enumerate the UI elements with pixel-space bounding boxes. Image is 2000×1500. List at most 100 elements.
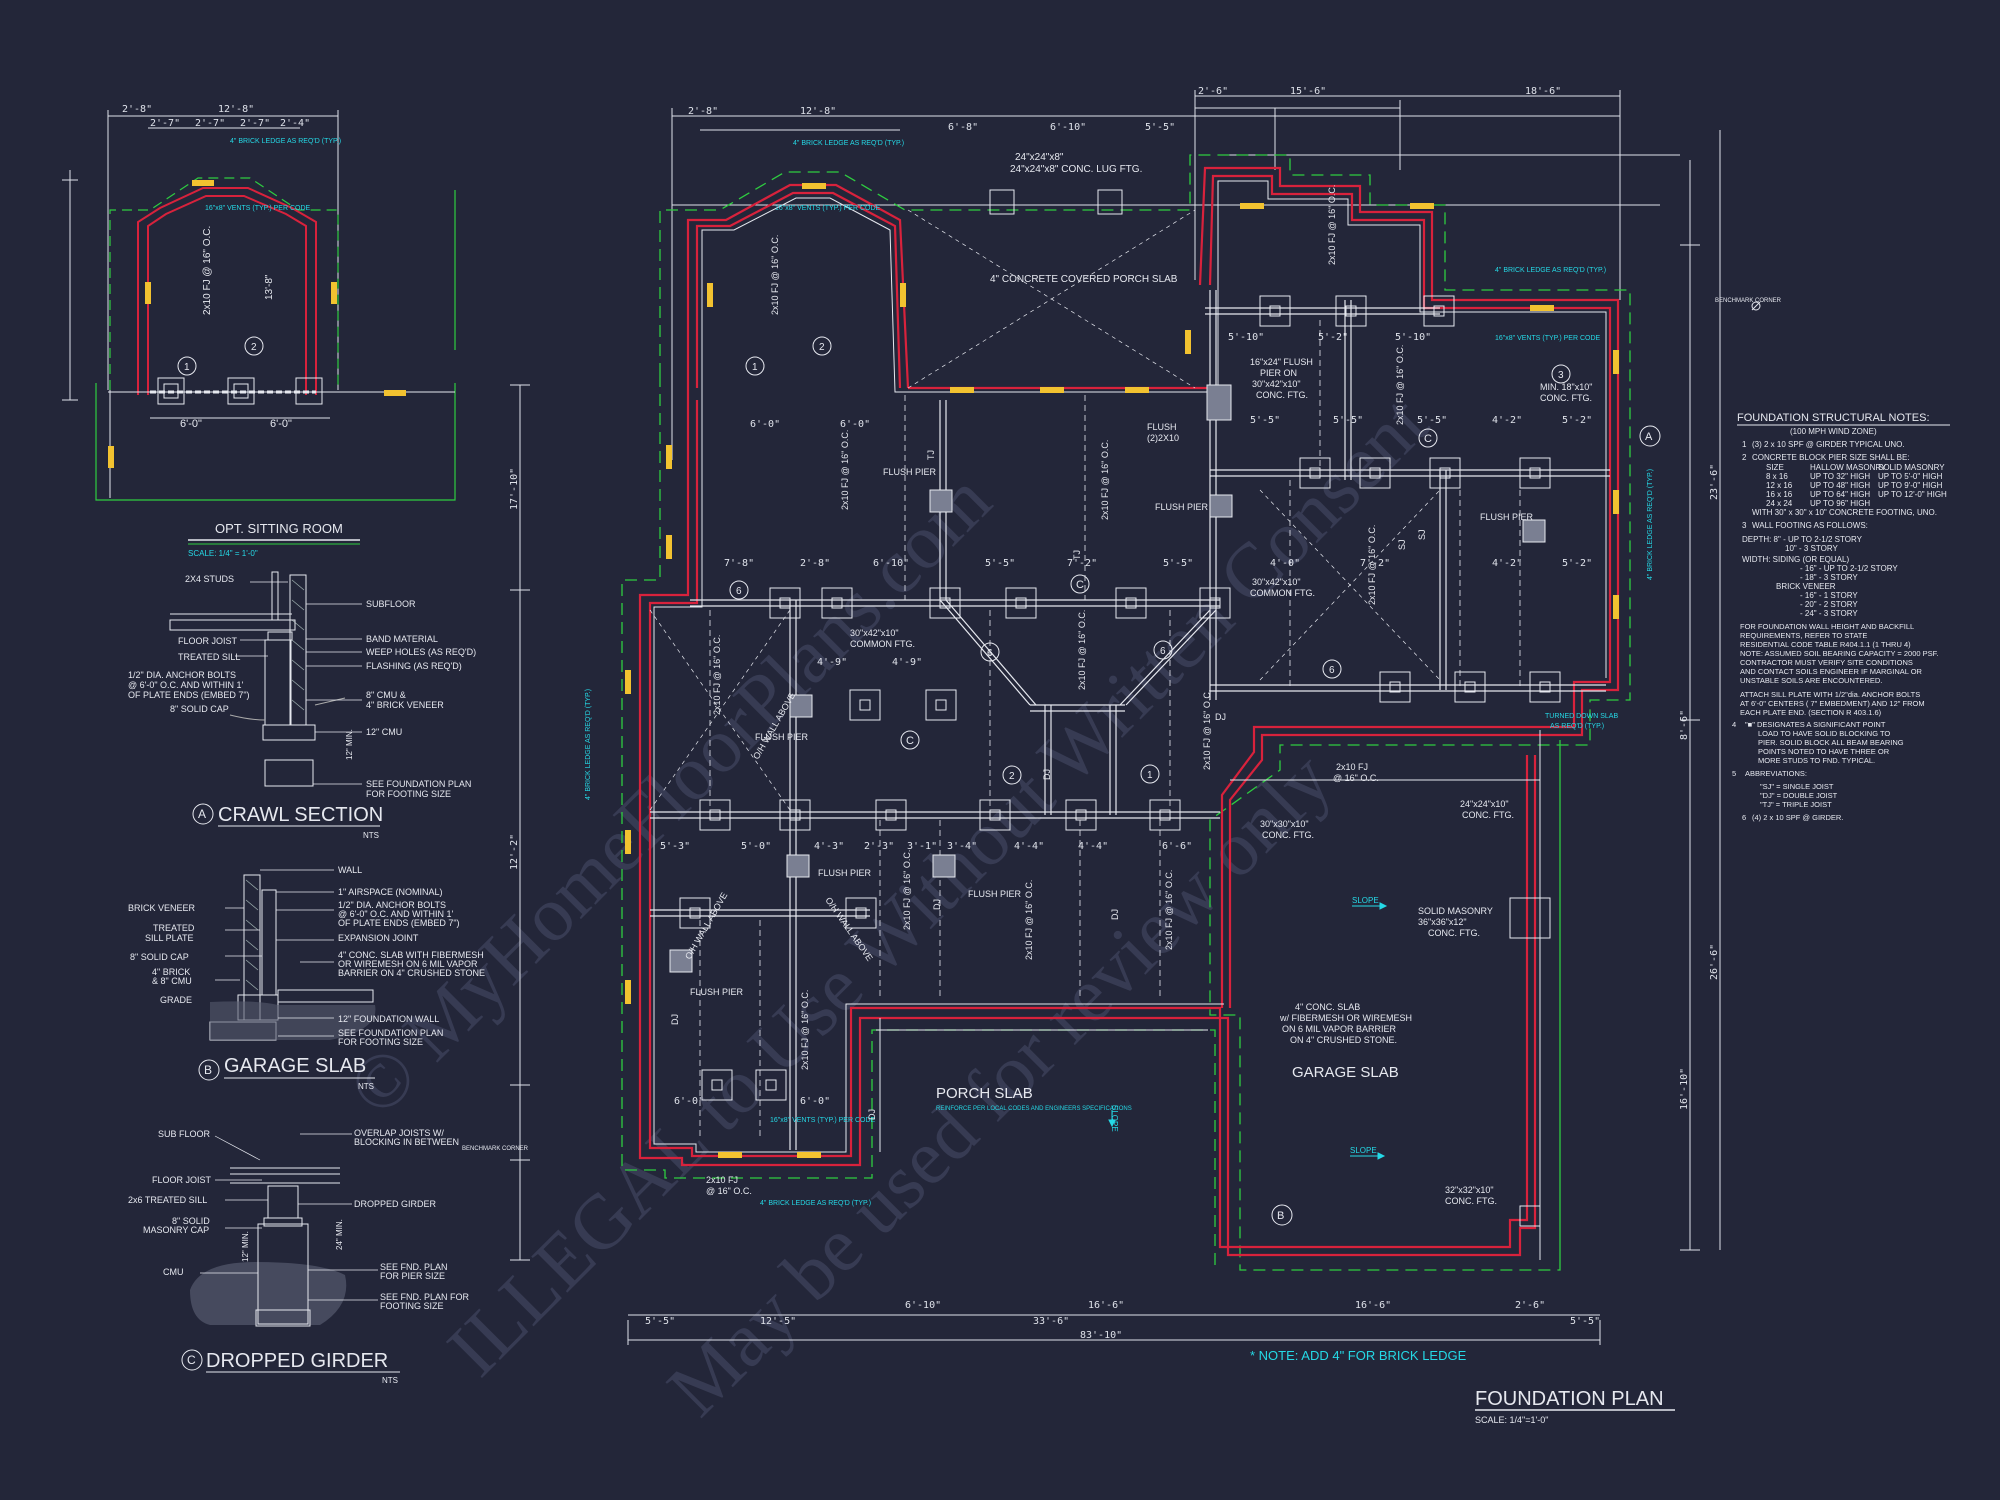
notes-subtitle: (100 MPH WIND ZONE) [1790, 427, 1877, 436]
dim-r5-6: 4'-4" [1014, 841, 1044, 852]
ftg-32-0: 32"x32"x10" [1445, 1185, 1494, 1195]
notes-num-6: 6 [1742, 813, 1746, 822]
lug-ftg-1: 24"x24"x8" [1015, 152, 1064, 163]
oh-wall-3: O/H WALL ABOVE [683, 891, 729, 961]
flush-pier-big-0: 16"x24" FLUSH [1250, 357, 1313, 367]
girder-label-l0: SUB FLOOR [158, 1129, 211, 1139]
dim-r5-3: 2'-3" [864, 841, 894, 852]
p1-4: CONTRACTOR MUST VERIFY SITE CONDITIONS [1740, 658, 1913, 667]
crawl-min: 12" MIN. [345, 729, 354, 760]
lug-ftg-label: 24"x24"x8" CONC. LUG FTG. [1010, 164, 1142, 175]
porch-note: REINFORCE PER LOCAL CODES AND ENGINEERS … [936, 1106, 1132, 1112]
flush-pier-big-3: CONC. FTG. [1256, 390, 1308, 400]
benchmark-icon [1751, 301, 1761, 311]
n3-line-5: BRICK VENEER [1776, 582, 1836, 591]
n3-line-7: - 20" - 2 STORY [1800, 600, 1858, 609]
garage-label-r5: EXPANSION JOINT [338, 933, 419, 943]
solid-masonry-1: 36"x36"x12" [1418, 917, 1467, 927]
dim-r3-3: 5'-5" [985, 558, 1015, 569]
sit-dim-width: 13'-8" [264, 274, 275, 300]
garage-note-1: w/ FIBERMESH OR WIREMESH [1279, 1013, 1412, 1023]
n4-3: POINTS NOTED TO HAVE THREE OR [1758, 747, 1890, 756]
flush-pier-5: FLUSH PIER [818, 868, 872, 878]
sit-dim-top-6: 2'-4" [280, 118, 310, 129]
dim-r2-2: 5'-5" [1417, 415, 1447, 426]
crawl-title: CRAWL SECTION [218, 804, 383, 826]
flush-pier-2: FLUSH PIER [1155, 502, 1209, 512]
plan-vents-note-3: 16"x8" VENTS (TYP.) PER CODE [1495, 335, 1601, 342]
tj-1: TJ [926, 450, 936, 460]
crawl-section-detail: 2X4 STUDS FLOOR JOIST TREATED SILL 1/2" … [128, 571, 476, 840]
garage-label-r10: SEE FOUNDATION PLAN [338, 1028, 443, 1038]
notes-num-3: 3 [1742, 521, 1747, 530]
slope-arrow-icon [1108, 902, 1388, 1160]
dim-top-4: 5'-5" [1145, 122, 1175, 133]
garage-note-0: 4" CONC. SLAB [1295, 1002, 1360, 1012]
dj-3: DJ [1110, 909, 1120, 920]
joist-3: 2x10 FJ @ 16" O.C. [1395, 345, 1405, 425]
sit-dim-top-5: 2'-7" [240, 118, 270, 129]
dim-r3-4: 7'-2" [1067, 558, 1097, 569]
sit-dim-b: 6'-0" [270, 418, 292, 430]
dim-bot-8: 83'-10" [1080, 1330, 1122, 1341]
flush-2x10-1: (2)2X10 [1147, 433, 1179, 443]
girder-label-r0: OVERLAP JOISTS W/ [354, 1128, 444, 1138]
dim-porch-0: 6'-0" [674, 1096, 704, 1107]
ftg-30x30-0: 30"x30"x10" [1260, 819, 1309, 829]
notes-num-5: 5 [1732, 769, 1736, 778]
crawl-label-l1: FLOOR JOIST [178, 636, 238, 646]
dim-left-1: 12'-2" [509, 834, 520, 870]
flush-pier-3: FLUSH PIER [1480, 512, 1534, 522]
crawl-label-l4: @ 6'-0" O.C. AND WITHIN 1' [128, 680, 244, 690]
joist-6: 2x10 FJ @ 16" O.C. [1077, 610, 1087, 690]
plan-marker-c1: C [1424, 433, 1432, 445]
tbl-2-0: 12 x 16 [1766, 481, 1793, 490]
joist-short-0: 2x10 FJ [1336, 762, 1368, 772]
plan-marker-6d: 6 [1329, 665, 1335, 676]
girder-label-r3: SEE FND. PLAN [380, 1262, 448, 1272]
n4-4: MORE STUDS TO FND. TYPICAL. [1758, 756, 1875, 765]
notes-n2-foot: WITH 30" x 30" x 10" CONCRETE FOOTING, U… [1752, 508, 1937, 517]
dim-bot-0: 5'-5" [645, 1316, 675, 1327]
plan-marker-6b: 6 [987, 648, 993, 659]
joist-short-3: @ 16" O.C. [706, 1186, 752, 1196]
plan-brick-ledge-2: 4" BRICK LEDGE AS REQ'D (TYP.) [1495, 267, 1606, 274]
ftg-common2-0: 30"x42"x10" [1252, 577, 1301, 587]
solid-masonry-2: CONC. FTG. [1428, 928, 1480, 938]
dim-r3-6: 4'-0" [1270, 558, 1300, 569]
sit-vents-note: 16"x8" VENTS (TYP.) PER CODE [205, 205, 311, 212]
plan-marker-c3: C [906, 735, 914, 747]
joist-8: 2x10 FJ @ 16" O.C. [902, 850, 912, 930]
garage-label-l1: TREATED [153, 923, 195, 933]
p2-2: EACH PLATE END. (SECTION R 403.1.6) [1740, 708, 1882, 717]
sit-scale: SCALE: 1/4" = 1'-0" [188, 549, 258, 558]
girder-label-r4: FOR PIER SIZE [380, 1271, 445, 1281]
sj-2: SJ [1417, 529, 1427, 540]
garage-slab-label: GARAGE SLAB [1292, 1064, 1399, 1081]
plan-marker-1: 1 [1147, 770, 1153, 781]
n6: (4) 2 x 10 SPF @ GIRDER. [1752, 813, 1843, 822]
foundation-plan: A C C C B 2 1 3 6 6 6 6 1 2 24"x24"x8" 2… [462, 86, 1782, 1425]
dim-r3-2: 6'-10" [873, 558, 909, 569]
sit-joists: 2x10 FJ @ 16" O.C. [202, 226, 213, 315]
dim-r3-1: 2'-8" [800, 558, 830, 569]
plan-title: FOUNDATION PLAN [1475, 1388, 1664, 1410]
ftg-24-1: CONC. FTG. [1462, 810, 1514, 820]
structural-notes: FOUNDATION STRUCTURAL NOTES: (100 MPH WI… [1732, 412, 1950, 822]
girder-label-l1: FLOOR JOIST [152, 1175, 212, 1185]
garage-label-r11: FOR FOOTING SIZE [338, 1037, 423, 1047]
garage-label-r8: BARRIER ON 4" CRUSHED STONE [338, 968, 485, 978]
dim-top-7: 18'-6" [1525, 86, 1561, 97]
plan-vents-note: 16"x8" VENTS (TYP.) PER CODE [775, 205, 881, 212]
flush-pier-big-2: 30"x42"x10" [1252, 379, 1301, 389]
dim-bay-1: 6'-0" [840, 419, 870, 430]
flush-pier-7: FLUSH PIER [690, 987, 744, 997]
bay-joist: 2x10 FJ @ 16" O.C. [770, 235, 780, 315]
dim-r1-1: 5'-2" [1318, 332, 1348, 343]
garage-note-3: ON 4" CRUSHED STONE. [1290, 1035, 1397, 1045]
dj-2: DJ [932, 899, 942, 910]
dim-bot-4: 16'-6" [1088, 1300, 1124, 1311]
n3-line-4: - 18" - 3 STORY [1800, 573, 1858, 582]
dim-right-0: 8'-6" [1679, 710, 1690, 740]
slope-2: SLOPE [1350, 1146, 1377, 1155]
